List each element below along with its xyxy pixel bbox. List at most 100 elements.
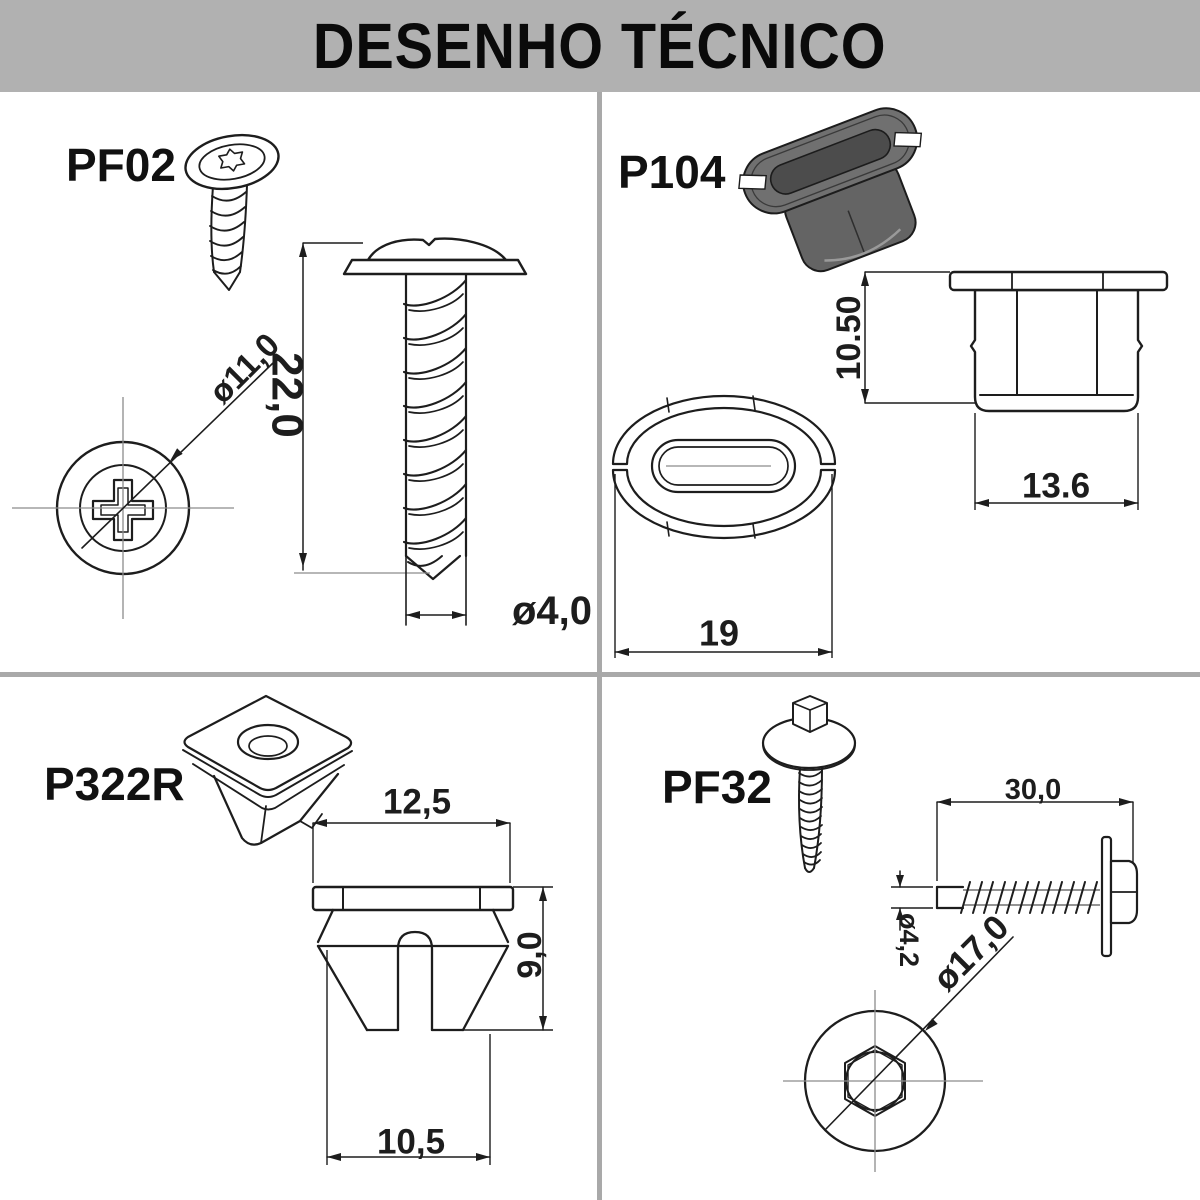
screw-head-iso xyxy=(184,133,280,191)
washer-side xyxy=(1100,835,1113,958)
dim-base-width: 10,5 xyxy=(377,1123,445,1162)
dim-arrow xyxy=(496,819,510,827)
dim-body-width-group: 13.6 xyxy=(974,413,1139,510)
hole-inner xyxy=(248,735,288,757)
thread-line xyxy=(408,429,464,448)
quadrant-p322r: 12,5 9,0 xyxy=(182,694,553,1165)
flange-notch xyxy=(893,131,923,148)
center-slot xyxy=(396,930,434,1032)
grommet-slot xyxy=(769,128,892,195)
thread-line xyxy=(210,206,246,217)
dim-arrow xyxy=(539,1016,547,1030)
thread-ring xyxy=(800,824,823,831)
p104-top-view: 19 xyxy=(611,394,837,658)
screw-tip xyxy=(213,271,241,291)
screw-tip xyxy=(804,867,815,873)
dim-length-group: 30,0 xyxy=(936,774,1134,881)
dim-washer-diameter: ø17,0 xyxy=(926,908,1017,999)
dim-flange-width: 12,5 xyxy=(383,783,451,822)
flange-inner-edge xyxy=(750,114,910,208)
page-title: DESENHO TÉCNICO xyxy=(313,10,887,82)
label-p322r: P322R xyxy=(44,758,185,810)
head-flange xyxy=(342,258,528,276)
dim-arrow xyxy=(299,243,307,257)
vertical-divider xyxy=(597,92,602,1200)
dim-arrow xyxy=(406,611,420,619)
thread-line xyxy=(210,251,243,262)
thread-ring xyxy=(802,851,822,858)
flange-outline xyxy=(948,270,1169,292)
dim-arrow xyxy=(925,1018,938,1031)
thread-line xyxy=(995,881,1006,914)
head-inner xyxy=(198,143,266,181)
dim-body-width: 13.6 xyxy=(1022,467,1090,506)
thread-line xyxy=(1087,881,1098,914)
thread-line xyxy=(1018,881,1029,914)
wing-notch xyxy=(299,813,323,829)
dim-thread-diameter-group: ø4,0 xyxy=(405,506,592,633)
thread-line xyxy=(408,395,464,414)
pf32-side-view: 30,0 xyxy=(891,774,1139,967)
thread-line xyxy=(402,278,468,307)
dim-arrow xyxy=(539,887,547,901)
plate-rim xyxy=(182,749,353,798)
dim-height-group: 9,0 xyxy=(457,886,553,1031)
thread-ring xyxy=(801,842,822,849)
lower-band xyxy=(611,468,837,540)
thread-ring xyxy=(799,797,823,805)
thread-line xyxy=(1006,881,1017,914)
prong-taper xyxy=(316,944,369,1032)
dim-arrow xyxy=(896,875,904,887)
dim-arrow xyxy=(975,499,989,507)
thread-line xyxy=(983,881,994,914)
dim-thread-diameter: ø4,2 xyxy=(894,913,924,967)
upper-band xyxy=(611,394,837,466)
thread-line xyxy=(408,531,464,550)
dim-arrow xyxy=(818,648,832,656)
thread-line xyxy=(972,881,983,914)
thread-line xyxy=(402,448,468,477)
pf02-top-view: ø11,0 xyxy=(12,326,286,619)
pf02-3d-view xyxy=(184,133,280,291)
thread-ring xyxy=(800,833,822,840)
dim-arrow xyxy=(299,553,307,567)
dim-arrow xyxy=(615,648,629,656)
phillips-recess xyxy=(217,148,246,172)
quadrant-p104: 10.50 13.6 xyxy=(611,107,1169,658)
seam-tick xyxy=(752,523,756,539)
dim-length: 22,0 xyxy=(263,352,312,438)
thread-line xyxy=(408,463,464,482)
leader-line xyxy=(824,936,1014,1131)
dim-overall-length: 19 xyxy=(699,613,739,654)
phillips-cross-inner xyxy=(100,487,146,533)
quadrant-pf32: ø17,0 30,0 xyxy=(761,695,1139,1172)
thread-line xyxy=(402,482,468,511)
header-banner: DESENHO TÉCNICO xyxy=(0,0,1200,92)
p322r-3d-view xyxy=(182,694,353,846)
dim-arrow xyxy=(937,798,951,806)
screw-tip xyxy=(404,554,462,581)
thread-line xyxy=(209,221,245,232)
dim-overall-length-group: 19 xyxy=(614,474,833,658)
dim-thread-diameter-group: ø4,2 xyxy=(891,870,933,967)
wing-split xyxy=(260,805,267,844)
thread-line xyxy=(1075,881,1086,914)
thread-line xyxy=(1052,881,1063,914)
dim-arrow xyxy=(313,819,327,827)
flange-notch xyxy=(738,174,767,190)
horizontal-divider xyxy=(0,672,1200,677)
thread-line xyxy=(960,881,971,914)
label-pf02: PF02 xyxy=(66,139,176,191)
prong-taper xyxy=(461,944,510,1032)
p322r-side-view: 12,5 9,0 xyxy=(311,783,553,1165)
thread-line xyxy=(209,236,244,247)
thread-line xyxy=(1041,881,1052,914)
p104-3d-view xyxy=(738,107,923,273)
dim-arrow xyxy=(861,272,869,286)
dim-arrow xyxy=(861,389,869,403)
pf02-side-view: 22,0 ø4,0 xyxy=(263,237,592,633)
thread-line xyxy=(408,293,464,312)
thread-ring xyxy=(798,770,823,778)
thread-ring xyxy=(798,788,823,796)
